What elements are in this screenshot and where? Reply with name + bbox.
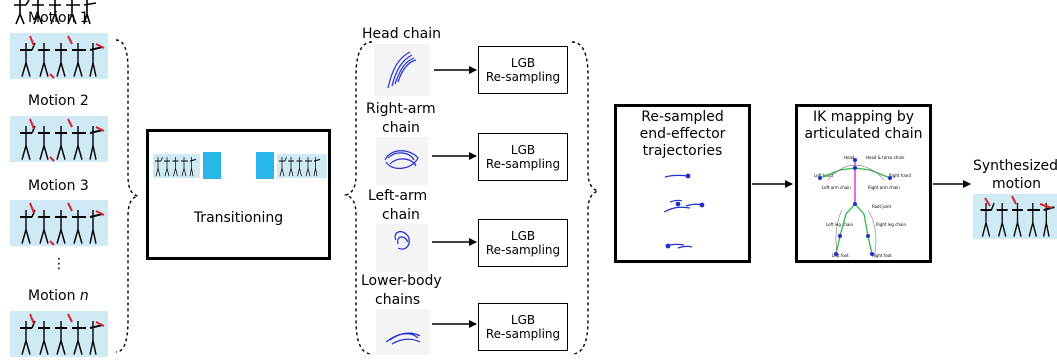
ik-skel-label-left-hand: Left hand bbox=[814, 173, 833, 178]
transition-strip-left bbox=[153, 154, 200, 178]
motions-bracket bbox=[115, 39, 139, 353]
lgb-lower-body-line2: Re-sampling bbox=[485, 327, 561, 341]
chain-label-left-arm-1: Left-arm bbox=[368, 188, 428, 204]
lgb-right-arm-line1: LGB bbox=[510, 143, 536, 157]
lgb-box-lower-body: LGB Re-sampling bbox=[478, 303, 568, 351]
output-line2: motion bbox=[992, 176, 1042, 192]
lgb-box-left-arm: LGB Re-sampling bbox=[478, 219, 568, 267]
resampled-trajectories-box: Re-sampled end-effector trajectories bbox=[614, 104, 751, 263]
lgb-right-arm-line2: Re-sampling bbox=[485, 157, 561, 171]
motion-ellipsis: ⋮ bbox=[52, 256, 66, 272]
resampled-trajectories bbox=[663, 173, 705, 249]
transition-block-left bbox=[203, 152, 221, 179]
lgb-left-arm-line2: Re-sampling bbox=[485, 243, 561, 257]
lgb-box-head: LGB Re-sampling bbox=[478, 46, 568, 94]
ik-line2: articulated chain bbox=[804, 126, 923, 142]
motion-label-1: Motion 1 bbox=[28, 10, 89, 26]
ik-skel-label-right-leg: Right leg chain bbox=[876, 222, 907, 227]
stick-figures bbox=[14, 0, 97, 25]
trajectory-scribbles bbox=[384, 51, 421, 345]
stick-strip-1 bbox=[18, 41, 104, 78]
chain-label-head: Head chain bbox=[362, 26, 441, 42]
transitioning-label: Transitioning bbox=[193, 210, 284, 226]
ik-skel-label-right-arm: Right arm chain bbox=[868, 185, 900, 190]
lgb-lower-body-line1: LGB bbox=[510, 313, 536, 327]
stick-strip-2 bbox=[18, 124, 104, 161]
lgb-head-line1: LGB bbox=[510, 56, 536, 70]
ik-skel-label-right-hand: Right hand bbox=[889, 173, 911, 178]
ik-skel-label-root: Root joint bbox=[872, 204, 892, 209]
red-accents bbox=[29, 35, 1053, 327]
resampled-line3: trajectories bbox=[642, 143, 723, 159]
stick-output bbox=[979, 201, 1056, 238]
motion-label-2: Motion 2 bbox=[28, 93, 89, 109]
chain-label-right-arm-2: chain bbox=[382, 120, 420, 136]
output-line1: Synthesized bbox=[973, 158, 1057, 174]
ik-skel-label-right-foot: Right foot bbox=[872, 253, 892, 258]
lower-body-trajectory-plot bbox=[376, 309, 430, 355]
chains-bracket-left bbox=[343, 41, 373, 355]
ik-skel-label-left-foot: Left foot bbox=[832, 253, 849, 258]
chain-label-lower-body-2: chains bbox=[375, 292, 421, 308]
ik-skel-label-left-arm: Left arm chain bbox=[822, 185, 851, 190]
right-arm-trajectory-plot bbox=[376, 137, 428, 185]
resampled-line2: end-effector bbox=[639, 126, 726, 142]
chain-label-right-arm-1: Right-arm bbox=[366, 101, 436, 117]
motion-label-n: Motion n bbox=[28, 288, 89, 304]
stick-strip-3 bbox=[18, 208, 104, 245]
stick-transition-left bbox=[154, 156, 197, 177]
ik-skel-label-head: Head bbox=[844, 155, 855, 160]
transitioning-box: Transitioning bbox=[146, 129, 331, 260]
resampled-line1: Re-sampled bbox=[641, 109, 724, 125]
chain-label-left-arm-2: chain bbox=[382, 207, 420, 223]
ik-line1: IK mapping by bbox=[812, 109, 915, 125]
transition-block-right bbox=[256, 152, 274, 179]
stick-strip-n bbox=[18, 319, 104, 356]
chain-label-lower-body-1: Lower-body bbox=[361, 273, 442, 289]
head-trajectory-plot bbox=[374, 44, 430, 96]
motion-label-3: Motion 3 bbox=[28, 178, 89, 194]
ik-skel-label-left-leg: Left leg chain bbox=[826, 222, 854, 227]
lgb-box-right-arm: LGB Re-sampling bbox=[478, 133, 568, 181]
ik-mapping-box: IK mapping by articulated chain bbox=[795, 104, 932, 263]
ik-skel-label-torso: Head & torso chain bbox=[866, 155, 905, 160]
ik-skeleton bbox=[818, 158, 892, 259]
transition-strip-right bbox=[277, 154, 327, 178]
lgb-head-line2: Re-sampling bbox=[485, 70, 561, 84]
stick-transition-right bbox=[278, 156, 321, 177]
chains-bracket-right bbox=[571, 41, 601, 355]
lgb-left-arm-line1: LGB bbox=[510, 229, 536, 243]
